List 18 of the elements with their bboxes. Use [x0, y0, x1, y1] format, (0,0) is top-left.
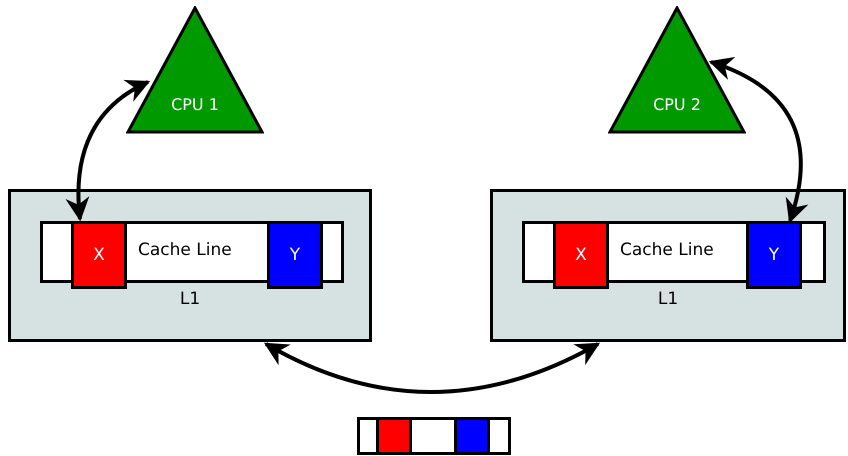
- data-cell: Y: [267, 221, 323, 289]
- cpu-triangle: [608, 6, 746, 134]
- memory-line-bar: [357, 417, 511, 455]
- cpu-label: CPU 2: [652, 95, 702, 114]
- double-arrow: [708, 58, 808, 224]
- data-cell: Y: [746, 221, 802, 289]
- cache-box: [8, 189, 372, 342]
- cache-level-label: L1: [178, 289, 202, 309]
- cache-box: [490, 189, 846, 342]
- double-arrow: [264, 342, 600, 394]
- cpu-label: CPU 1: [170, 95, 220, 114]
- data-cell: X: [71, 221, 127, 289]
- data-cell: X: [553, 221, 609, 289]
- cache-line-label: Cache Line: [620, 240, 714, 260]
- double-arrow: [66, 80, 150, 222]
- cache-level-label: L1: [656, 289, 680, 309]
- cache-line-label: Cache Line: [138, 240, 232, 260]
- cpu-triangle: [126, 6, 264, 134]
